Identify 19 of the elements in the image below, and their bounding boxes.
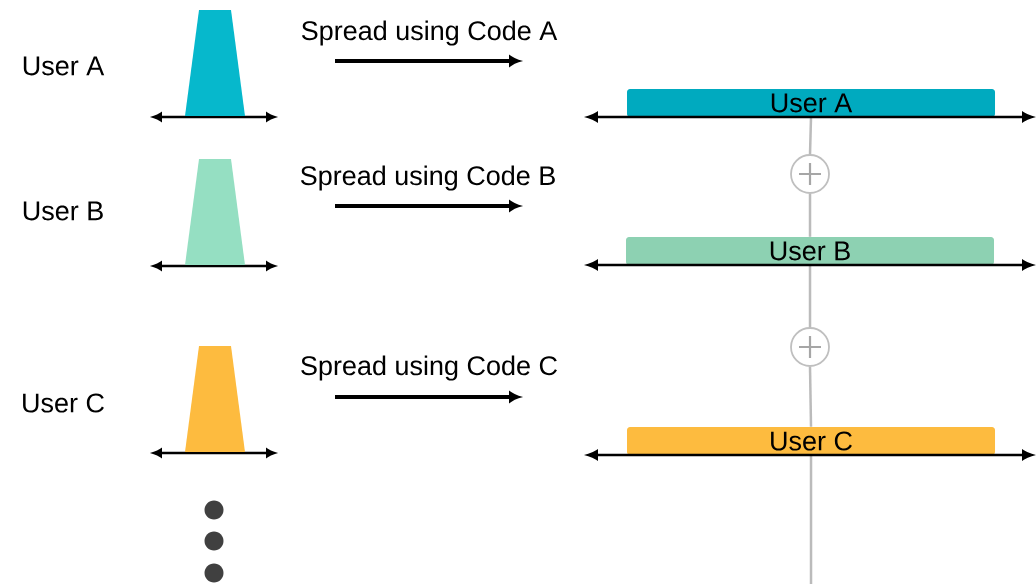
- connector-line: [808, 366, 813, 427]
- connector-line: [808, 117, 813, 155]
- spectrum-shape: [185, 346, 245, 452]
- spectrum-shape: [185, 159, 245, 265]
- spread-label: Spread using Code C: [301, 355, 557, 381]
- spread-label: Spread using Code A: [301, 20, 558, 46]
- user-label: User A: [23, 56, 105, 76]
- user-label: User B: [23, 201, 103, 221]
- connector-line: [809, 455, 813, 584]
- signal-bar: User B: [626, 237, 994, 265]
- connector-line: [808, 265, 812, 328]
- spread-label: Spread using Code B: [300, 165, 555, 191]
- plus-circle: [790, 327, 830, 367]
- signal-bar: User A: [627, 89, 995, 117]
- spectrum-shape: [185, 10, 245, 116]
- plus-circle: [790, 154, 830, 194]
- signal-bar: User C: [627, 427, 995, 455]
- user-label: User C: [23, 393, 104, 413]
- connector-line: [808, 193, 812, 237]
